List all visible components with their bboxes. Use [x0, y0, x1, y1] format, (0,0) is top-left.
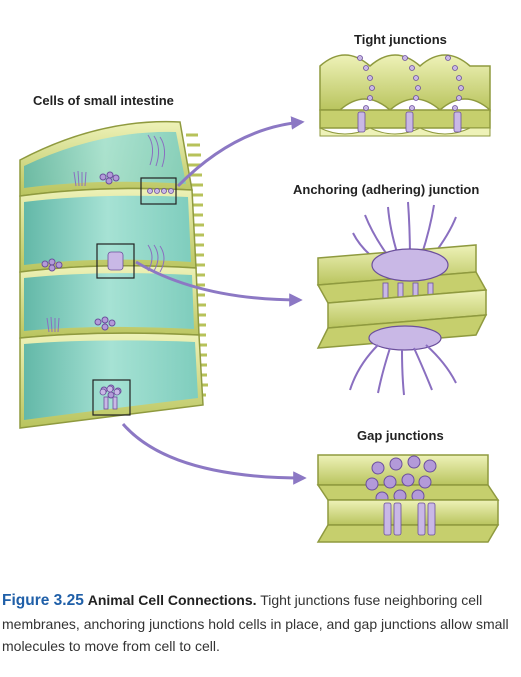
arrow-to-anchoring — [135, 260, 303, 307]
tight-junction-illustration — [319, 54, 491, 137]
gap-junction-box — [92, 379, 131, 416]
anchoring-junction-illustration — [316, 201, 488, 396]
tight-junction-box — [140, 177, 177, 205]
gap-junctions-label: Gap junctions — [357, 428, 444, 443]
figure-caption: Figure 3.25 Animal Cell Connections. Tig… — [2, 589, 518, 658]
arrow-to-tight — [176, 116, 305, 188]
cells-label: Cells of small intestine — [33, 93, 174, 108]
cell-junctions-diagram — [19, 54, 500, 543]
tight-junctions-label: Tight junctions — [354, 32, 447, 47]
gap-junction-illustration — [316, 454, 500, 543]
intestine-cells — [19, 120, 208, 429]
figure-caption-text: Tight junctions fuse neighboring cell me… — [2, 592, 509, 654]
anchoring-junction-box — [96, 243, 135, 279]
arrow-to-gap — [121, 423, 307, 485]
figure-number: Figure 3.25 — [2, 592, 84, 609]
anchoring-junction-label: Anchoring (adhering) junction — [293, 182, 480, 197]
figure-title: Animal Cell Connections. — [87, 592, 257, 608]
